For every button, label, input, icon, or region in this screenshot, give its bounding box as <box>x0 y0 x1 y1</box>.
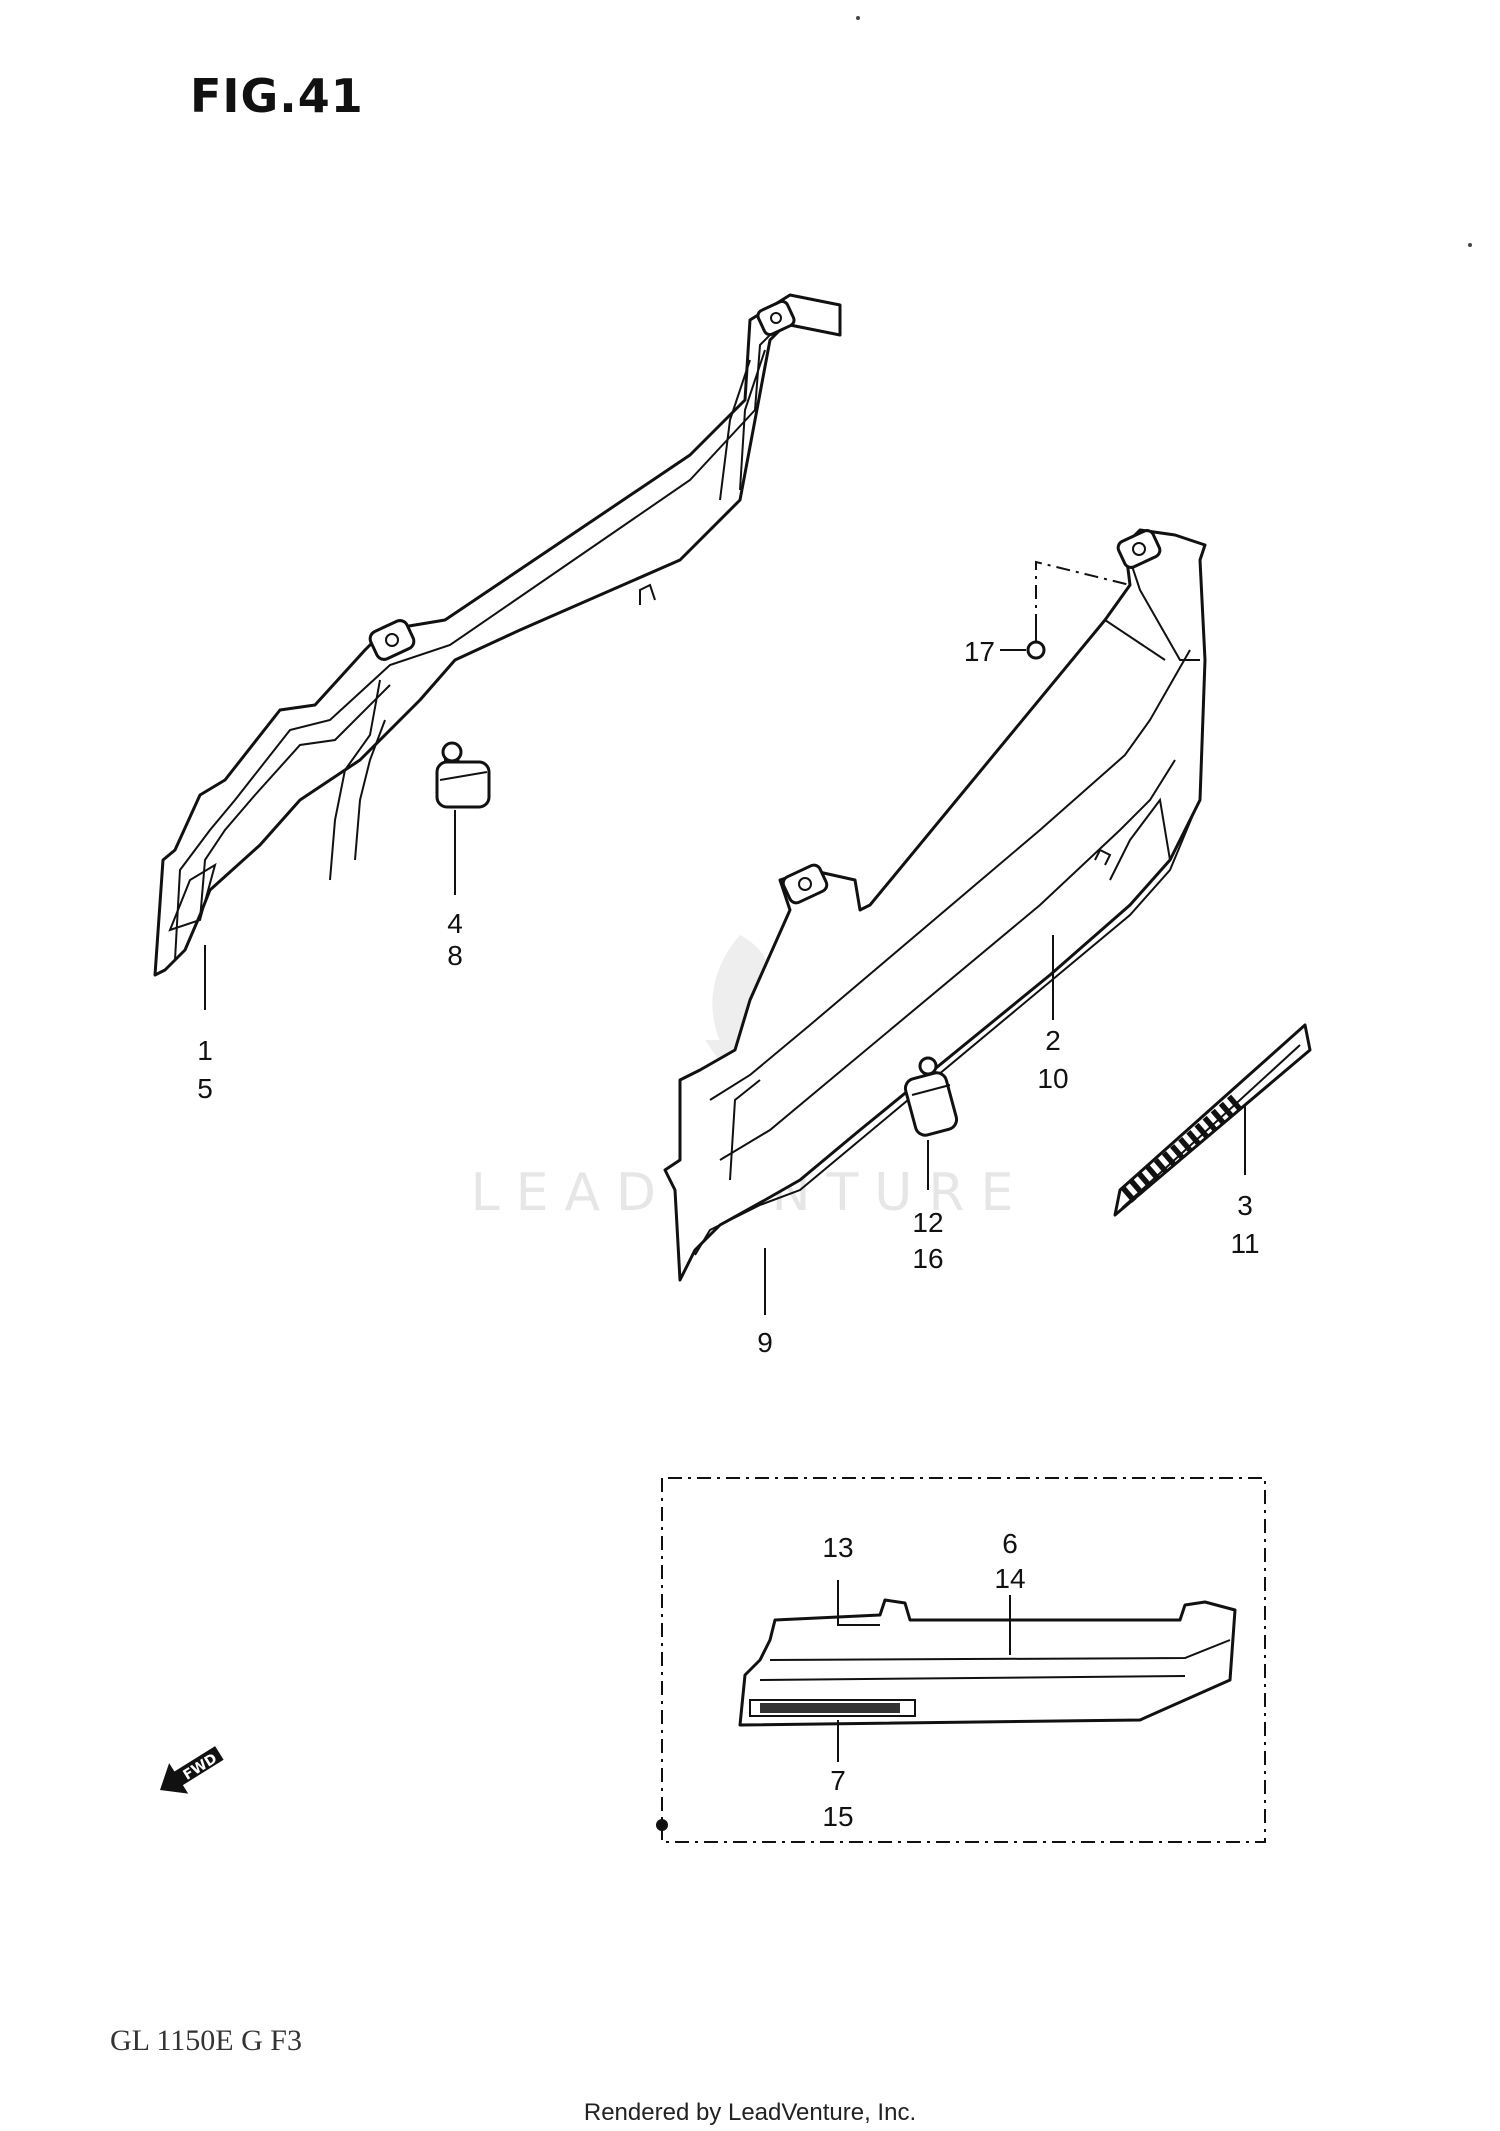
callout-13: 13 <box>822 1532 853 1563</box>
speck <box>856 16 860 20</box>
leader-lines <box>204 649 1246 1762</box>
callout-5: 5 <box>197 1073 213 1104</box>
speck <box>1468 243 1472 247</box>
callout-4: 4 <box>447 908 463 939</box>
inset-box-mark <box>656 1819 668 1831</box>
model-code: GL 1150E G F3 <box>110 2024 302 2057</box>
inset-emblem-lettering <box>760 1703 900 1713</box>
figure-title: FIG.41 <box>190 69 364 123</box>
callout-17: 17 <box>964 636 995 667</box>
callout-2: 2 <box>1045 1025 1061 1056</box>
emblem-lettering: ▌▌▌▌▌▌▌▌▌▌▌▌▌▌ <box>1120 1091 1246 1204</box>
callout-9: 9 <box>757 1327 773 1358</box>
inset-box <box>656 1477 1266 1843</box>
emblem-part-3-11: ▌▌▌▌▌▌▌▌▌▌▌▌▌▌ <box>1113 1023 1312 1217</box>
callout-16: 16 <box>912 1243 943 1274</box>
callout-6: 6 <box>1002 1528 1018 1559</box>
footer-credit: Rendered by LeadVenture, Inc. <box>584 2099 916 2126</box>
callout-1: 1 <box>197 1035 213 1066</box>
callout-10: 10 <box>1037 1063 1068 1094</box>
callout-14: 14 <box>994 1563 1025 1594</box>
callout-labels: 1 5 4 8 17 2 10 3 11 12 16 9 13 6 14 7 1… <box>197 636 1259 1832</box>
fwd-arrow-icon <box>160 1746 224 1794</box>
callout-7: 7 <box>830 1765 846 1796</box>
callout-12: 12 <box>912 1207 943 1238</box>
bolt-part-17 <box>1026 560 1131 660</box>
callout-15: 15 <box>822 1801 853 1832</box>
callout-8: 8 <box>447 940 463 971</box>
frame-cover-left-part <box>153 293 842 977</box>
cushion-part-4-8 <box>435 741 491 809</box>
callout-11: 11 <box>1230 1228 1259 1259</box>
cushion-part-12-16 <box>903 1056 959 1137</box>
fwd-arrow: FWD <box>160 1746 224 1794</box>
callout-3: 3 <box>1237 1190 1253 1221</box>
